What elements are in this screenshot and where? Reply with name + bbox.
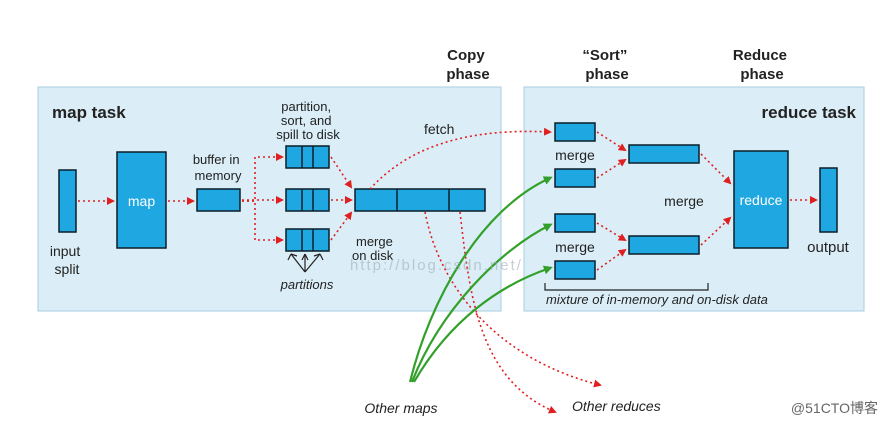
input-split-box: [58, 169, 77, 233]
map-flow-arrows: [78, 127, 602, 414]
output-box: [819, 167, 838, 233]
reduce-phase-label: Reduce phase: [733, 47, 791, 83]
mixture-label: mixture of in-memory and on-disk data: [546, 292, 768, 307]
map-label: map: [128, 193, 155, 209]
partitions-label: partitions: [280, 277, 334, 292]
merged-box-top: [628, 144, 700, 164]
other-maps-arrows: [408, 176, 553, 383]
merge-label-middle: merge: [664, 193, 704, 209]
reduce-task-title: reduce task: [762, 103, 857, 122]
partitions-pointer-arrows: [287, 253, 324, 273]
merge-label-top: merge: [555, 147, 595, 163]
mixture-bracket: [544, 283, 709, 291]
copy-phase-label: Copy phase: [446, 47, 489, 83]
buffer-label: buffer in memory: [193, 152, 243, 183]
map-task-title: map task: [52, 103, 126, 122]
partition-box-1: [285, 145, 330, 169]
input-split-label: input split: [50, 243, 84, 277]
merged-box-bottom: [628, 235, 700, 255]
merged-spill-box: [354, 188, 486, 212]
buffer-box: [196, 188, 241, 212]
partition-box-3: [285, 228, 330, 252]
sort-phase-label: “Sort” phase: [582, 47, 631, 83]
brand-watermark: @51CTO博客: [791, 400, 878, 416]
output-label: output: [807, 239, 850, 256]
partition-sort-spill-label: partition, sort, and spill to disk: [276, 99, 340, 142]
watermark-text: http://blog.csdn.net/: [350, 257, 523, 274]
other-reduces-label: Other reduces: [572, 398, 661, 414]
fetch-label: fetch: [424, 121, 454, 137]
reduce-input-box-1: [554, 122, 596, 142]
other-maps-label: Other maps: [364, 400, 437, 416]
reduce-input-box-4: [554, 260, 596, 280]
reduce-label: reduce: [740, 192, 783, 208]
reduce-box: [733, 150, 789, 249]
merge-label-bottom: merge: [555, 239, 595, 255]
partition-box-2: [285, 188, 330, 212]
map-box: [116, 151, 167, 249]
reduce-flow-arrows: [596, 131, 818, 271]
reduce-input-box-3: [554, 213, 596, 233]
reduce-input-box-2: [554, 168, 596, 188]
merge-on-disk-label: merge on disk: [352, 234, 396, 263]
